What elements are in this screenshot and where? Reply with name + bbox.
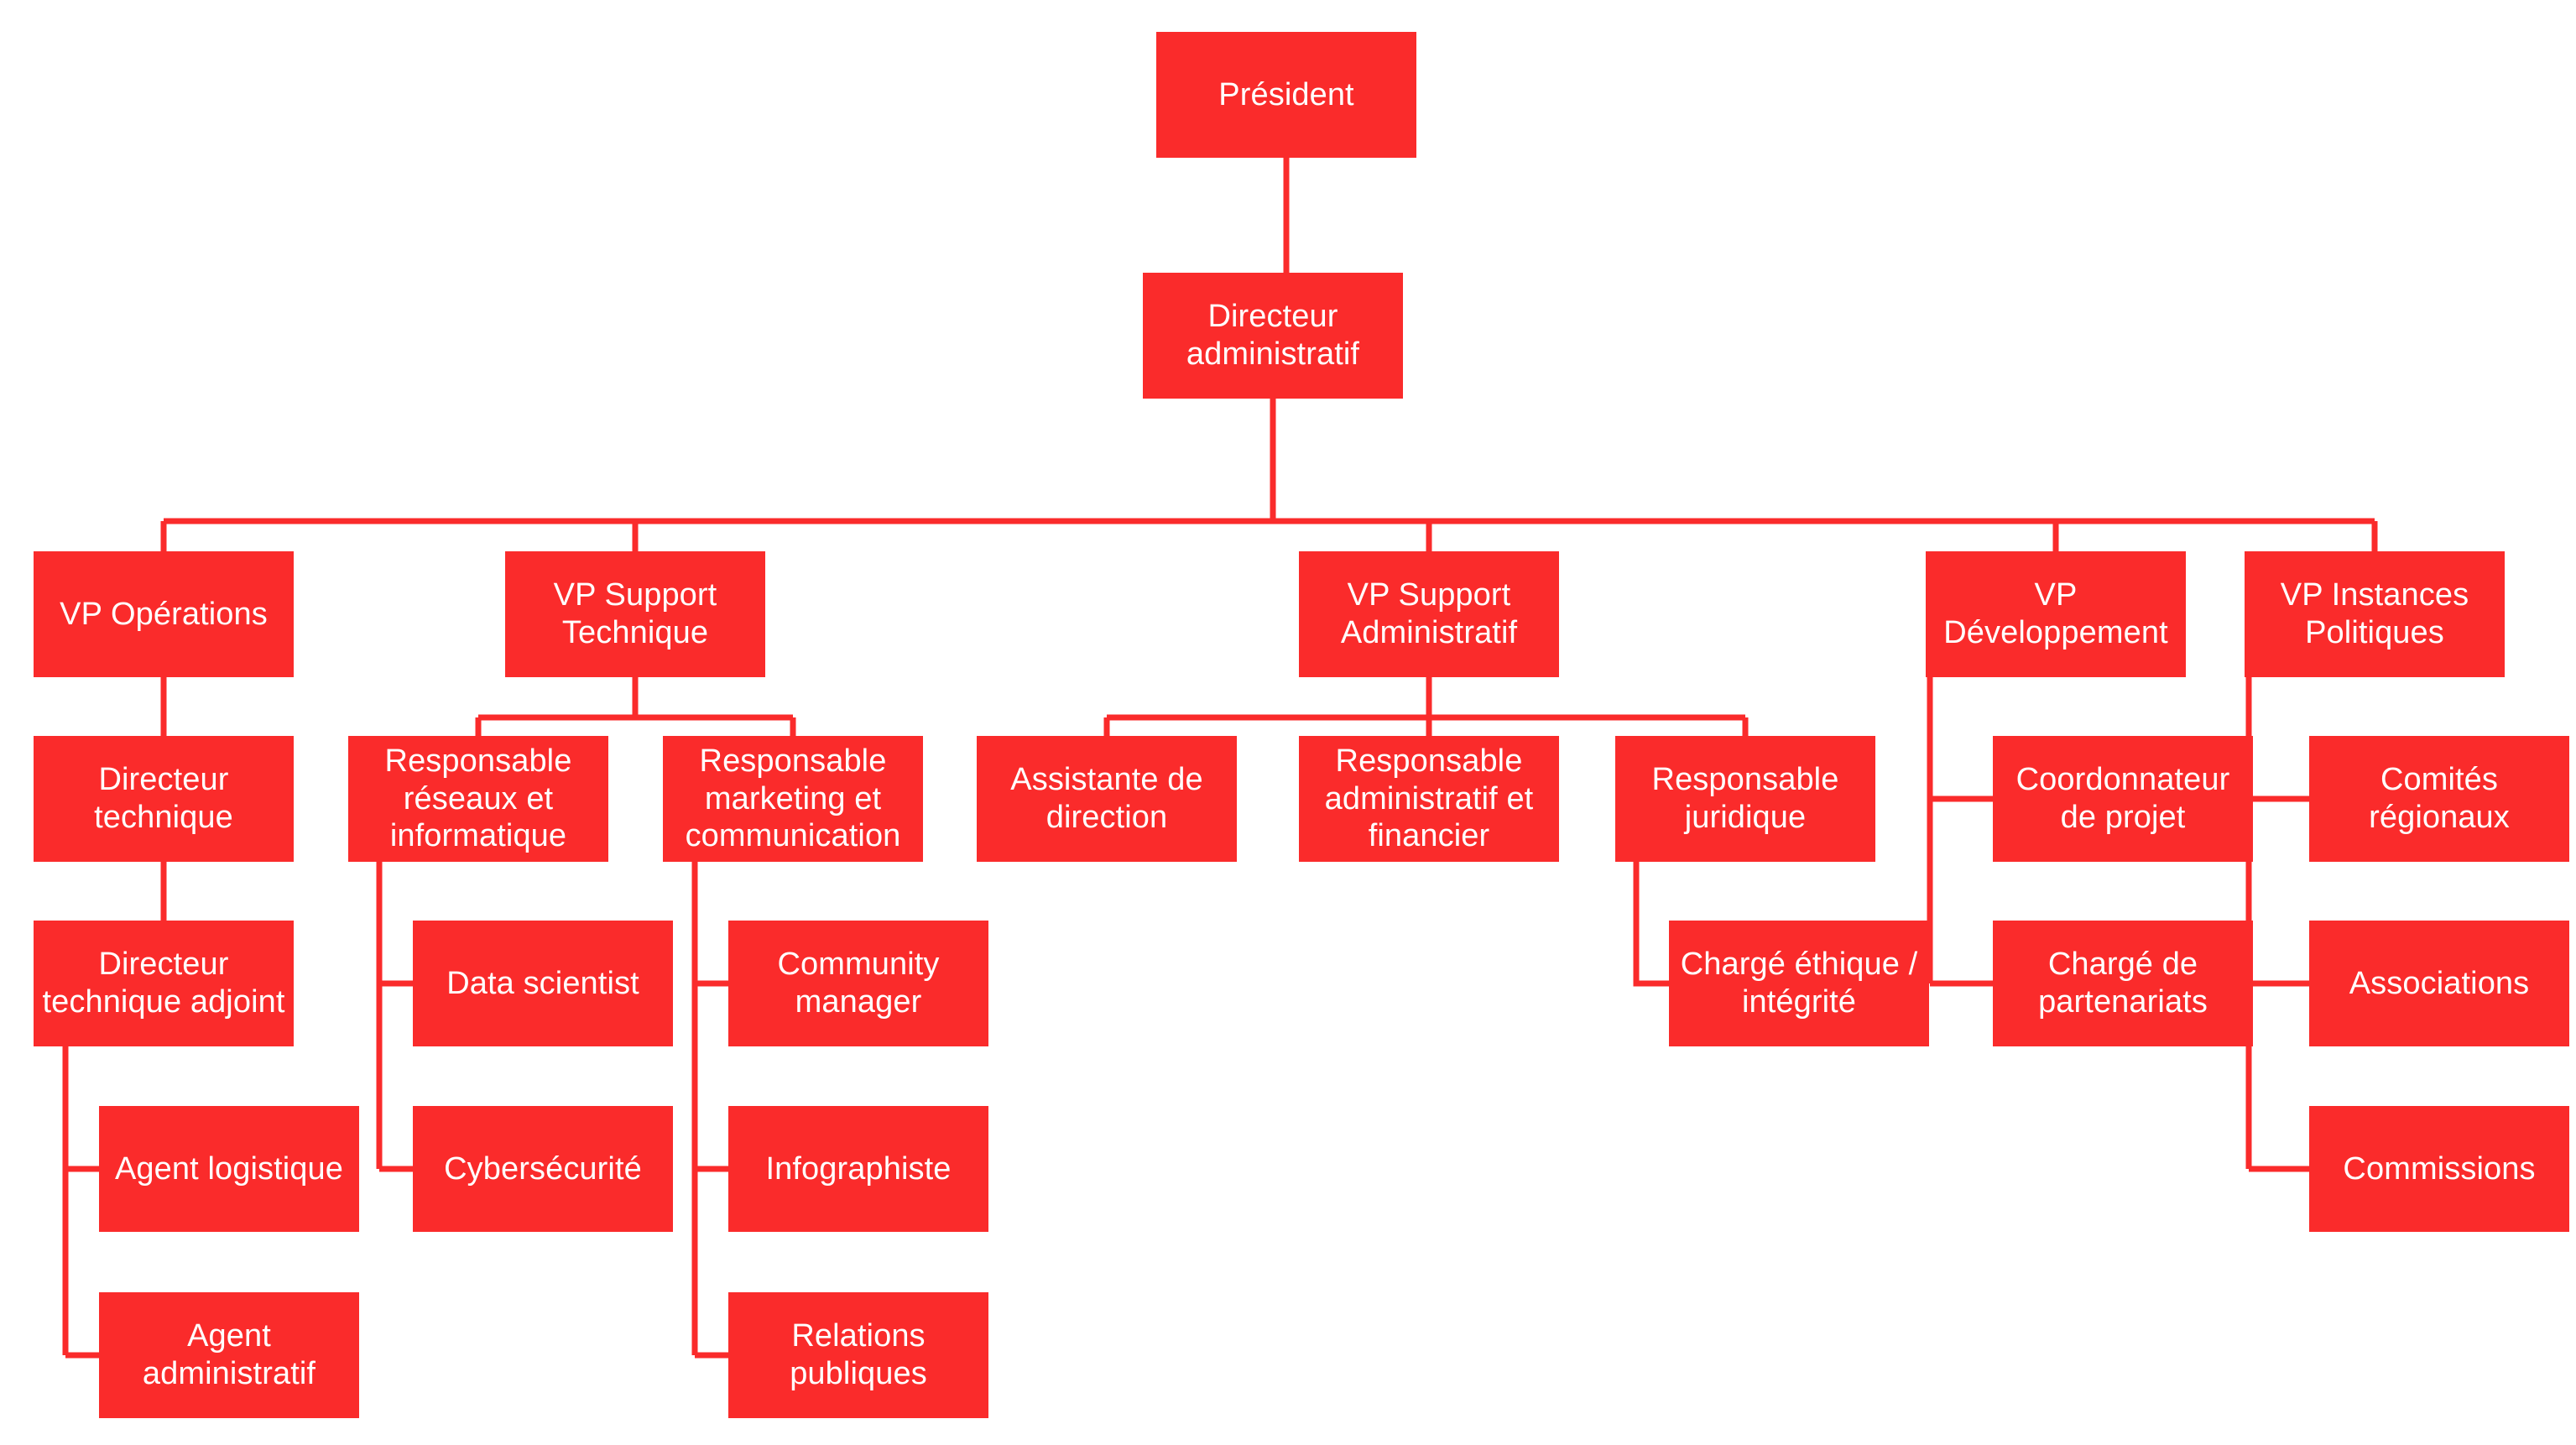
node-comites-regionaux[interactable]: Comités régionaux	[2309, 736, 2569, 862]
node-directeur-administratif[interactable]: Directeur administratif	[1143, 273, 1403, 399]
node-relations-publiques[interactable]: Relations publiques	[728, 1292, 988, 1418]
node-associations[interactable]: Associations	[2309, 921, 2569, 1046]
node-agent-administratif[interactable]: Agent administratif	[99, 1292, 359, 1418]
node-responsable-reseaux-informatique[interactable]: Responsable réseaux et informatique	[348, 736, 608, 862]
node-vp-support-technique[interactable]: VP Support Technique	[505, 551, 765, 677]
node-responsable-juridique[interactable]: Responsable juridique	[1615, 736, 1875, 862]
node-commissions[interactable]: Commissions	[2309, 1106, 2569, 1232]
node-vp-support-administratif[interactable]: VP Support Administratif	[1299, 551, 1559, 677]
node-president[interactable]: Président	[1156, 32, 1416, 158]
node-vp-developpement[interactable]: VP Développement	[1926, 551, 2186, 677]
node-directeur-technique-adjoint[interactable]: Directeur technique adjoint	[34, 921, 294, 1046]
node-responsable-administratif-financier[interactable]: Responsable administratif et financier	[1299, 736, 1559, 862]
node-vp-operations[interactable]: VP Opérations	[34, 551, 294, 677]
node-vp-instances-politiques[interactable]: VP Instances Politiques	[2245, 551, 2505, 677]
node-cybersecurite[interactable]: Cybersécurité	[413, 1106, 673, 1232]
node-charge-de-partenariats[interactable]: Chargé de partenariats	[1993, 921, 2253, 1046]
node-infographiste[interactable]: Infographiste	[728, 1106, 988, 1232]
node-agent-logistique[interactable]: Agent logistique	[99, 1106, 359, 1232]
node-charge-ethique-integrite[interactable]: Chargé éthique / intégrité	[1669, 921, 1929, 1046]
connector-respjuridique-chargeethique	[1633, 862, 1669, 987]
node-coordonnateur-de-projet[interactable]: Coordonnateur de projet	[1993, 736, 2253, 862]
node-assistante-de-direction[interactable]: Assistante de direction	[977, 736, 1237, 862]
node-directeur-technique[interactable]: Directeur technique	[34, 736, 294, 862]
node-responsable-marketing-communication[interactable]: Responsable marketing et communication	[663, 736, 923, 862]
node-data-scientist[interactable]: Data scientist	[413, 921, 673, 1046]
node-community-manager[interactable]: Community manager	[728, 921, 988, 1046]
